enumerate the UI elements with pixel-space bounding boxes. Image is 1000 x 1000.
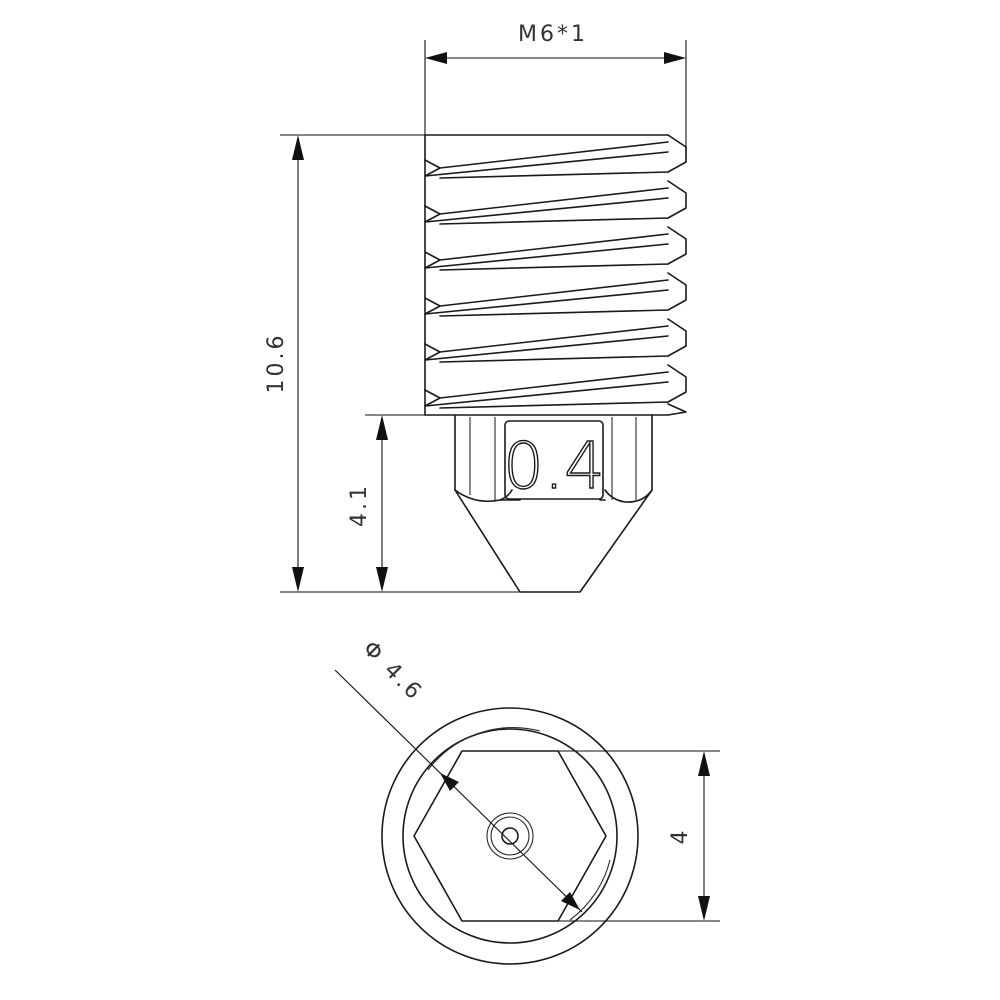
dim-hex-flats: 4 bbox=[558, 750, 720, 922]
bottom-view: Φ 4.6 4 bbox=[334, 636, 720, 965]
nozzle-marking-text: 0.4 bbox=[503, 430, 605, 504]
outer-circle bbox=[381, 707, 639, 965]
dim-outer-diameter: Φ 4.6 bbox=[334, 636, 583, 913]
thread-crest bbox=[424, 134, 687, 179]
thread-crest bbox=[424, 364, 687, 409]
dim-thread-width: M6*1 bbox=[424, 22, 687, 150]
dim-total-length-text: 10.6 bbox=[264, 333, 289, 394]
orifice-outer bbox=[486, 812, 534, 860]
inner-circle bbox=[402, 728, 618, 944]
thread-crest bbox=[424, 272, 687, 317]
dim-thread-spec: M6*1 bbox=[518, 22, 588, 47]
dim-outer-diameter-text: Φ 4.6 bbox=[357, 636, 427, 706]
thread-end bbox=[667, 403, 687, 416]
hex-tip bbox=[454, 414, 653, 593]
thread-crest bbox=[424, 226, 687, 271]
dim-hex-flats-text: 4 bbox=[668, 828, 693, 845]
side-view: 0.4 M6*1 10.6 4.1 bbox=[264, 22, 687, 593]
nozzle-size-marking: 0.4 bbox=[502, 420, 606, 505]
dim-tip-length-text: 4.1 bbox=[347, 483, 372, 527]
orifice-inner bbox=[501, 827, 519, 845]
thread-crest bbox=[424, 318, 687, 363]
thread-crest bbox=[424, 180, 687, 225]
thread-crests bbox=[424, 134, 687, 416]
thread-body bbox=[424, 134, 687, 416]
dim-tip-length: 4.1 bbox=[347, 414, 425, 592]
dim-total-length: 10.6 bbox=[264, 134, 520, 593]
